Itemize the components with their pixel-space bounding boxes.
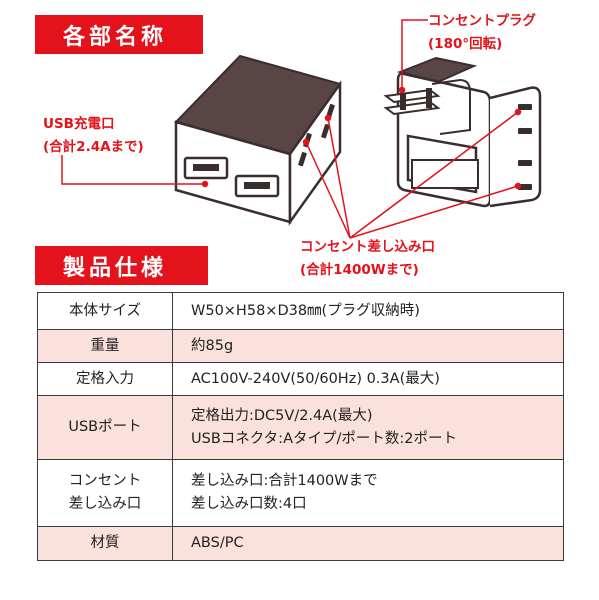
product-diagram (61, 19, 542, 239)
spec-key: コンセント差し込み口 (37, 459, 173, 527)
spec-value-line: ABS/PC (191, 535, 244, 551)
spec-key: 材質 (37, 526, 173, 561)
spec-table: 本体サイズ W50×H58×D38㎜(プラグ収納時) 重量 約85g 定格入力 AC100… (37, 292, 564, 561)
callout-usb-line2: (合計2.4Aまで) (43, 139, 144, 155)
outlet-slot-icon (518, 104, 532, 190)
spec-value: 差し込み口:合計1400Wまで差し込み口数:4口 (172, 459, 564, 527)
spec-value-line: 差し込み口:合計1400Wまで (191, 473, 378, 489)
spec-row: 本体サイズ W50×H58×D38㎜(プラグ収納時) (37, 292, 564, 330)
spec-key: 重量 (37, 329, 173, 363)
callout-outlet-line1: コンセント差し込み口 (300, 239, 435, 255)
usb-port-icon (234, 174, 280, 198)
spec-key-line: 重量 (90, 337, 120, 354)
adapter-plug-view (383, 56, 542, 208)
spec-row: 材質 ABS/PC (37, 526, 564, 561)
spec-value: W50×H58×D38㎜(プラグ収納時) (172, 292, 564, 330)
spec-value-line: 約85g (191, 337, 234, 354)
spec-key-line: 本体サイズ (68, 302, 142, 319)
callout-outlet-line2: (合計1400Wまで) (300, 262, 419, 278)
usb-port-icon (183, 156, 229, 180)
callout-plug: コンセントプラグ (180°回転) (428, 10, 536, 56)
section-title-parts: 各部名称 (35, 15, 203, 54)
spec-row: 定格入力 AC100V-240V(50/60Hz) 0.3A(最大) (37, 362, 564, 396)
callout-outlet: コンセント差し込み口 (合計1400Wまで) (300, 236, 435, 282)
spec-value-line: AC100V-240V(50/60Hz) 0.3A(最大) (191, 370, 440, 387)
spec-value-line: 定格出力:DC5V/2.4A(最大) (191, 407, 373, 424)
spec-value: ABS/PC (172, 526, 564, 561)
spec-key-line: 材質 (90, 535, 120, 551)
spec-key-line: 差し込み口 (68, 496, 142, 512)
spec-value: 約85g (172, 329, 564, 363)
adapter-front-view (174, 54, 342, 226)
spec-row: USBポート 定格出力:DC5V/2.4A(最大) USBコネクタ:Aタイプ/ポート… (37, 395, 564, 460)
spec-value-line: USBコネクタ:Aタイプ/ポート数:2ポート (191, 430, 457, 447)
spec-key: USBポート (37, 395, 173, 460)
callout-usb-line1: USB充電口 (43, 116, 115, 132)
spec-key-line: USBポート (68, 419, 142, 435)
spec-key: 定格入力 (37, 362, 173, 396)
callout-plug-line2: (180°回転) (428, 36, 503, 52)
callout-usb-port: USB充電口 (合計2.4Aまで) (43, 113, 144, 159)
spec-value: AC100V-240V(50/60Hz) 0.3A(最大) (172, 362, 564, 396)
callout-leaders (61, 19, 522, 239)
spec-key-line: コンセント (68, 473, 142, 489)
spec-value-line: W50×H58×D38㎜(プラグ収納時) (191, 302, 420, 319)
spec-row: コンセント差し込み口差し込み口:合計1400Wまで差し込み口数:4口 (37, 459, 564, 527)
section-title-spec: 製品仕様 (35, 246, 208, 285)
callout-plug-line1: コンセントプラグ (428, 13, 536, 29)
spec-table-body: 本体サイズ W50×H58×D38㎜(プラグ収納時) 重量 約85g 定格入力 AC100… (37, 292, 564, 561)
spec-value-line: 差し込み口数:4口 (191, 496, 307, 512)
spec-key: 本体サイズ (37, 292, 173, 330)
spec-key-line: 定格入力 (76, 370, 134, 387)
spec-row: 重量 約85g (37, 329, 564, 363)
plug-prong-icon (383, 78, 471, 135)
spec-value: 定格出力:DC5V/2.4A(最大) USBコネクタ:Aタイプ/ポート数:2ポート (172, 395, 564, 460)
